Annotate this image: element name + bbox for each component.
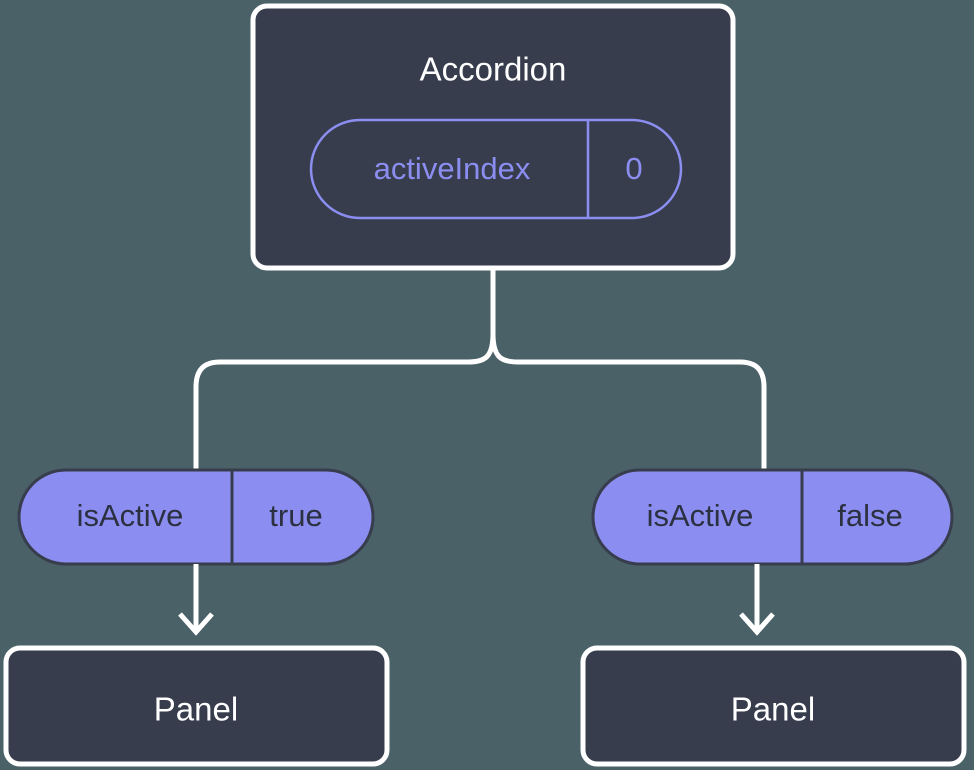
node-panel-left-title: Panel: [154, 691, 238, 728]
node-panel-left-border: [3, 645, 390, 767]
node-accordion-border: [250, 3, 736, 271]
node-panel-right-title: Panel: [731, 691, 815, 728]
node-accordion-title: Accordion: [420, 51, 567, 88]
node-panel-left[interactable]: Panel: [3, 645, 390, 767]
connector-branch-right: [739, 359, 767, 470]
connector-brace-left: [220, 333, 496, 365]
connector-brace-right: [490, 333, 740, 365]
node-panel-right-background: [583, 648, 964, 764]
state-pill-value: 0: [625, 151, 642, 186]
arrow-right-head: [739, 612, 775, 636]
prop-pill-left-shape: [17, 468, 375, 566]
prop-pill-right-value: false: [837, 498, 902, 533]
prop-pill-is-active-true[interactable]: isActive true: [17, 468, 375, 566]
branch-right: isActive false Panel: [580, 468, 967, 767]
prop-pill-right-key: isActive: [647, 498, 754, 533]
connector-group: [193, 268, 767, 470]
state-pill-active-index[interactable]: activeIndex 0: [309, 118, 683, 220]
node-panel-right-border: [580, 645, 967, 767]
arrow-left-head: [178, 612, 214, 636]
prop-pill-left-key: isActive: [77, 498, 184, 533]
node-panel-left-background: [6, 648, 387, 764]
prop-pill-right-shape: [591, 468, 954, 566]
node-panel-right[interactable]: Panel: [580, 645, 967, 767]
node-accordion-background: [253, 6, 733, 268]
state-pill-outline: [309, 118, 683, 220]
prop-pill-is-active-false[interactable]: isActive false: [591, 468, 954, 566]
node-accordion[interactable]: Accordion activeIndex 0: [250, 3, 736, 271]
prop-pill-left-value: true: [269, 498, 322, 533]
state-pill-key: activeIndex: [374, 151, 531, 186]
branch-left: isActive true Panel: [3, 468, 390, 767]
connector-branch-left: [193, 359, 221, 470]
arrow-right: [739, 564, 775, 636]
arrow-left: [178, 564, 214, 636]
